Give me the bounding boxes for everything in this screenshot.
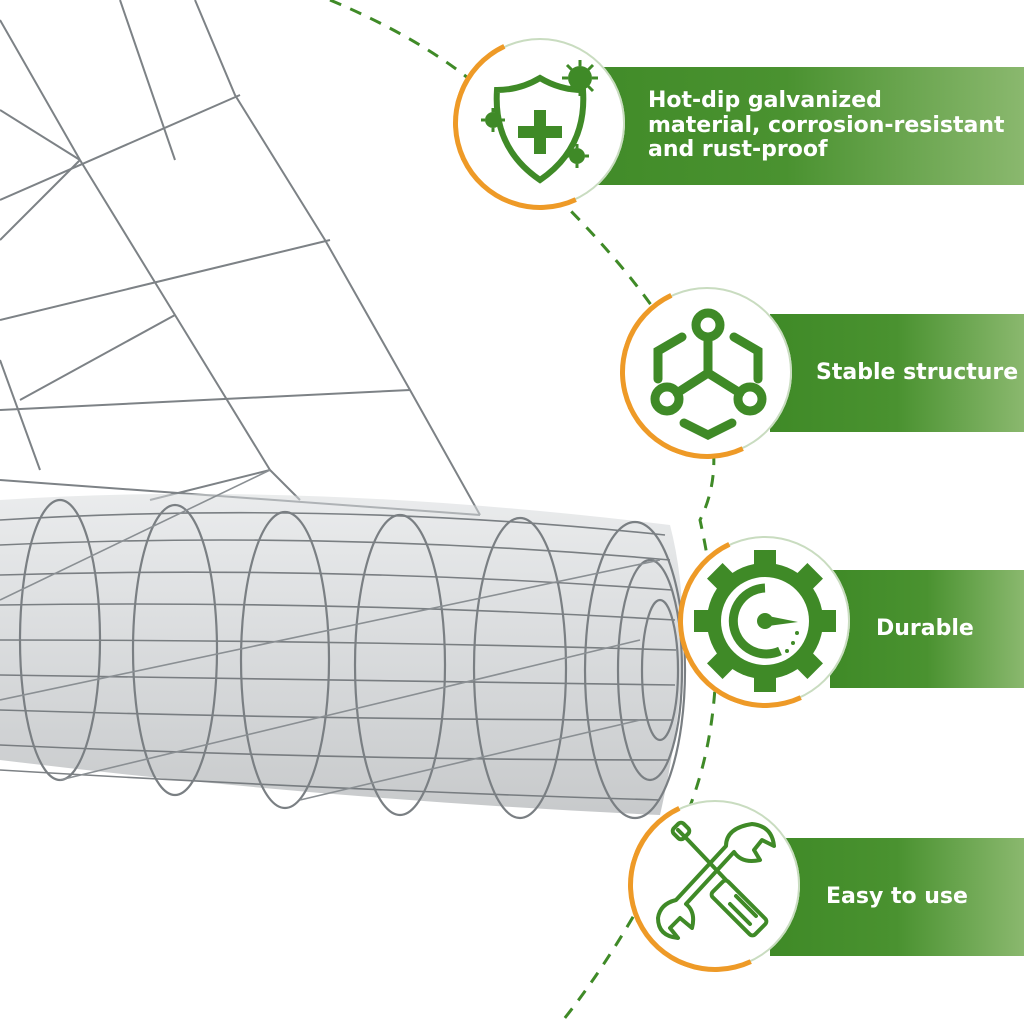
feature-badge [680, 536, 850, 706]
feature-badge [455, 38, 625, 208]
feature-label: Hot-dip galvanized material, corrosion-r… [648, 88, 1005, 163]
feature-banner: Durable [830, 570, 1024, 688]
feature-banner: Stable structure [770, 314, 1024, 432]
structure-nodes-icon [650, 308, 767, 441]
gear-gauge-icon [694, 550, 836, 692]
feature-badge [622, 287, 792, 457]
feature-banner: Easy to use [770, 838, 1024, 956]
feature-label: Stable structure [816, 359, 1019, 385]
feature-label: Durable [876, 615, 974, 641]
shield-virus-icon [481, 60, 598, 184]
wrench-screwdriver-icon [656, 820, 776, 940]
feature-label: Easy to use [826, 883, 968, 909]
feature-banner: Hot-dip galvanized material, corrosion-r… [548, 67, 1024, 185]
feature-badge [630, 800, 800, 970]
